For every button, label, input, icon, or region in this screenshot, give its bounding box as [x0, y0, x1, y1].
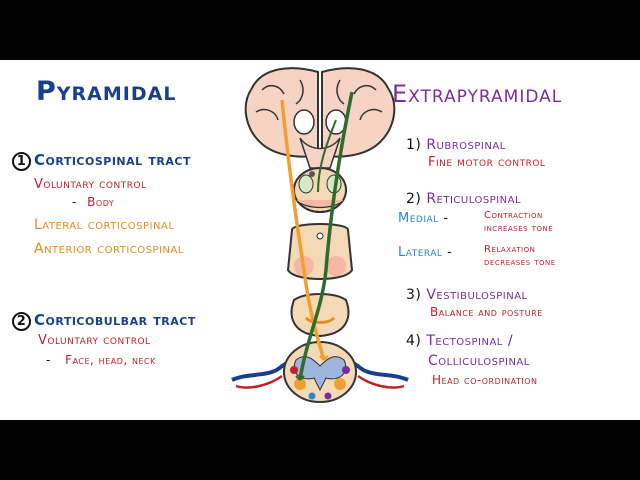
corticospinal-detail-line: - Body: [72, 196, 114, 208]
corticobulbar-function: Voluntary control: [38, 333, 151, 348]
tectospinal-desc: Head co-ordination: [432, 373, 538, 387]
brain-coronal-section-icon: [244, 67, 396, 169]
reticulospinal-item: 2) Reticulospinal: [406, 192, 521, 206]
item-number: 1): [406, 137, 422, 153]
tectospinal-name: Tectospinal /: [426, 333, 514, 349]
medulla-section-icon: [290, 293, 350, 338]
medial-label: Medial: [398, 211, 439, 226]
rubrospinal-name: Rubrospinal: [426, 137, 506, 153]
corticobulbar-detail-line: - Face, head, neck: [46, 354, 156, 366]
dash: -: [447, 245, 453, 260]
vestibulospinal-name: Vestibulospinal: [426, 287, 528, 303]
lateral-corticospinal: Lateral corticospinal: [34, 217, 175, 233]
item-number: 2): [406, 191, 422, 207]
corticospinal-detail: Body: [87, 195, 115, 209]
colliculospinal-name: Colliculospinal: [428, 353, 530, 369]
dash: -: [46, 353, 51, 367]
rubrospinal-desc: Fine motor control: [428, 155, 546, 170]
lateral-effect-line1: Relaxation: [484, 244, 536, 255]
corticospinal-function: Voluntary control: [34, 177, 147, 192]
extrapyramidal-heading: Extrapyramidal: [392, 80, 563, 108]
corticospinal-title-text: Corticospinal tract: [34, 151, 191, 169]
dash: -: [443, 211, 449, 226]
rubrospinal-item: 1) Rubrospinal: [406, 138, 506, 152]
reticulospinal-name: Reticulospinal: [426, 191, 522, 207]
tectospinal-item: 4) Tectospinal /: [406, 334, 513, 348]
number-badge: 1: [12, 152, 31, 171]
medial-effect-line2: increases tone: [484, 223, 554, 234]
corticobulbar-title-text: Corticobulbar tract: [34, 311, 196, 329]
pyramidal-heading: Pyramidal: [36, 76, 177, 107]
lateral-effect-line2: decreases tone: [484, 257, 556, 268]
corticospinal-tract-green: [298, 91, 354, 381]
vestibulospinal-item: 3) Vestibulospinal: [406, 288, 528, 302]
lateral-label: Lateral: [398, 245, 443, 260]
dash: -: [72, 195, 77, 209]
spinal-cord-cross-section-icon: [231, 341, 409, 403]
item-number: 4): [406, 333, 422, 349]
number-badge: 2: [12, 312, 31, 331]
corticobulbar-detail: Face, head, neck: [65, 353, 156, 367]
item-number: 3): [406, 287, 422, 303]
motor-pathway-illustration: [231, 67, 409, 403]
lateral-reticulospinal: Lateral -: [398, 246, 452, 259]
medial-reticulospinal: Medial -: [398, 212, 449, 225]
medial-effect-line1: Contraction: [484, 210, 543, 221]
corticobulbar-tract-green: [317, 119, 337, 193]
anterior-corticospinal: Anterior corticospinal: [34, 241, 184, 257]
vestibulospinal-desc: Balance and posture: [430, 305, 543, 319]
